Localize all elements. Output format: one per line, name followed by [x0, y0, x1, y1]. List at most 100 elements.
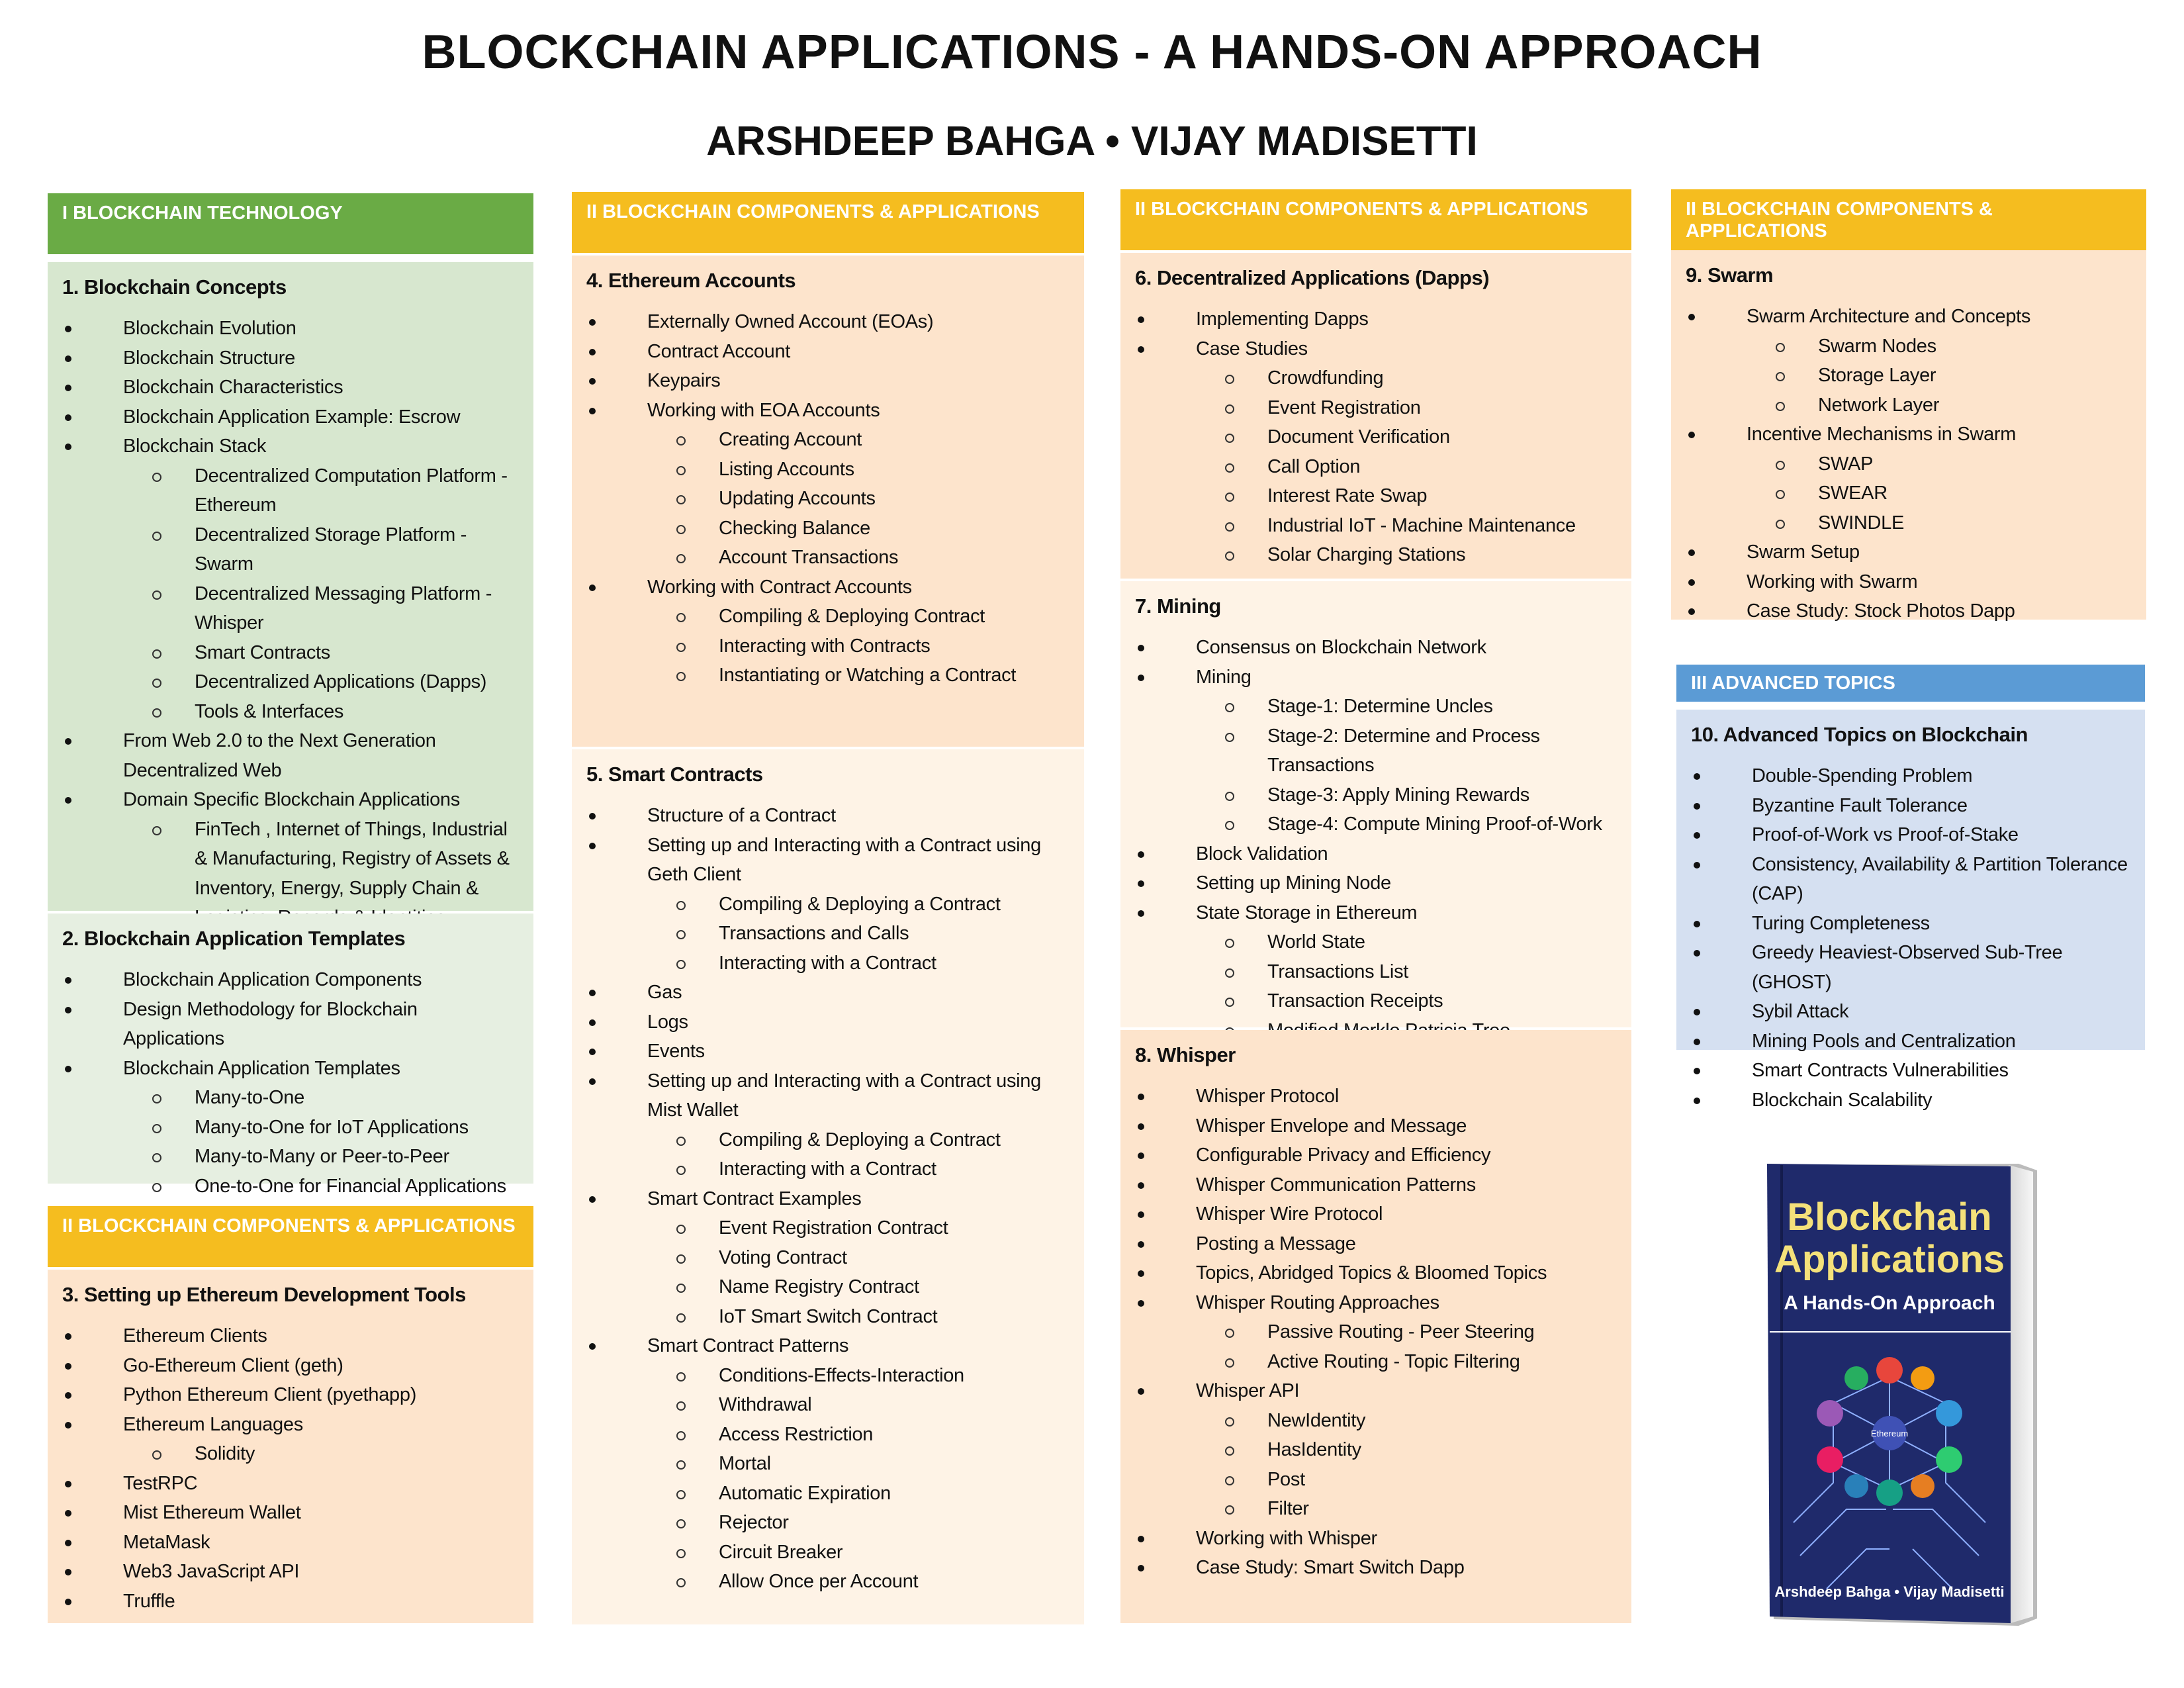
cover-center-label: Ethereum — [1871, 1429, 1908, 1438]
bullet-item: Smart Contract Patterns — [586, 1331, 1069, 1361]
section-4-panel: 4. Ethereum Accounts Externally Owned Ac… — [572, 256, 1084, 747]
sub-bullet-item: Transactions and Calls — [586, 919, 1069, 949]
bullet-item: Configurable Privacy and Efficiency — [1135, 1141, 1617, 1170]
bullet-item: TestRPC — [62, 1469, 519, 1499]
section-2-panel: 2. Blockchain Application Templates Bloc… — [48, 914, 533, 1197]
bullet-item: Blockchain Characteristics — [62, 373, 519, 402]
sub-bullet-item: Interacting with a Contract — [586, 949, 1069, 978]
bullet-item: Working with Contract Accounts — [586, 573, 1069, 602]
sub-bullet-item: Stage-2: Determine and Process Transacti… — [1135, 722, 1617, 780]
sub-bullet-item: Listing Accounts — [586, 455, 1069, 485]
sub-bullet-item: Transactions List — [1135, 957, 1617, 987]
section-9-panel: 9. Swarm Swarm Architecture and Concepts… — [1671, 250, 2146, 622]
sub-bullet-item: Tools & Interfaces — [62, 697, 519, 727]
bullet-item: Smart Contract Examples — [586, 1184, 1069, 1214]
bullet-item: Whisper Envelope and Message — [1135, 1111, 1617, 1141]
section-1-panel: 1. Blockchain Concepts Blockchain Evolut… — [48, 262, 533, 987]
bullet-item: Block Validation — [1135, 839, 1617, 869]
bullet-item: Working with Swarm — [1686, 567, 2132, 597]
sub-bullet-item: Post — [1135, 1465, 1617, 1495]
sub-bullet-item: IoT Smart Switch Contract — [586, 1302, 1069, 1332]
section-2-title: 2. Blockchain Application Templates — [62, 927, 406, 950]
sub-bullet-item: One-to-One for Financial Applications — [62, 1172, 519, 1201]
sub-bullet-item: Event Registration — [1135, 393, 1617, 423]
sub-bullet-item: NewIdentity — [1135, 1406, 1617, 1436]
sub-bullet-item: Conditions-Effects-Interaction — [586, 1361, 1069, 1391]
part1-header: I BLOCKCHAIN TECHNOLOGY — [48, 193, 533, 254]
cover-node-icons — [1817, 1357, 1962, 1506]
sub-bullet-item: Interest Rate Swap — [1135, 481, 1617, 511]
section-4-list: Externally Owned Account (EOAs)Contract … — [586, 307, 1069, 690]
bullet-item: Python Ethereum Client (pyethapp) — [62, 1380, 519, 1410]
sub-bullet-item: Stage-1: Determine Uncles — [1135, 692, 1617, 722]
bullet-item: Sybil Attack — [1691, 997, 2130, 1027]
bullet-item: Logs — [586, 1008, 1069, 1037]
sub-bullet-item: Creating Account — [586, 425, 1069, 455]
sub-bullet-item: Checking Balance — [586, 514, 1069, 543]
part2-header-col4: II BLOCKCHAIN COMPONENTS & APPLICATIONS — [1671, 189, 2146, 250]
bullet-item: Keypairs — [586, 366, 1069, 396]
bullet-item: Design Methodology for Blockchain Applic… — [62, 995, 519, 1054]
sub-bullet-item: Filter — [1135, 1494, 1617, 1524]
bullet-item: Swarm Architecture and Concepts — [1686, 302, 2132, 332]
bullet-item: Case Study: Stock Photos Dapp — [1686, 596, 2132, 626]
section-8-title: 8. Whisper — [1135, 1043, 1236, 1066]
bullet-item: Consensus on Blockchain Network — [1135, 633, 1617, 663]
bullet-item: Setting up and Interacting with a Contra… — [586, 831, 1069, 890]
bullet-item: Working with Whisper — [1135, 1524, 1617, 1554]
cover-title-line1: Blockchain — [1787, 1196, 1991, 1239]
sub-bullet-item: Solidity — [62, 1439, 519, 1469]
sub-bullet-item: Swarm Nodes — [1686, 332, 2132, 361]
section-3-panel: 3. Setting up Ethereum Development Tools… — [48, 1270, 533, 1623]
section-1-title: 1. Blockchain Concepts — [62, 275, 287, 299]
bullet-item: Events — [586, 1037, 1069, 1066]
bullet-item: Externally Owned Account (EOAs) — [586, 307, 1069, 337]
section-5-title: 5. Smart Contracts — [586, 763, 763, 786]
section-10-panel: 10. Advanced Topics on Blockchain Double… — [1676, 710, 2145, 1111]
sub-bullet-item: Many-to-Many or Peer-to-Peer — [62, 1142, 519, 1172]
section-5-panel: 5. Smart Contracts Structure of a Contra… — [572, 749, 1084, 1624]
bullet-item: Whisper Wire Protocol — [1135, 1199, 1617, 1229]
sub-bullet-item: Passive Routing - Peer Steering — [1135, 1317, 1617, 1347]
part3-header: III ADVANCED TOPICS — [1676, 665, 2145, 702]
section-4-title: 4. Ethereum Accounts — [586, 269, 796, 292]
sub-bullet-item: Stage-4: Compute Mining Proof-of-Work — [1135, 810, 1617, 839]
sub-bullet-item: Many-to-One for IoT Applications — [62, 1113, 519, 1143]
bullet-item: Working with EOA Accounts — [586, 396, 1069, 426]
sub-bullet-item: Withdrawal — [586, 1390, 1069, 1420]
bullet-item: Implementing Dapps — [1135, 305, 1617, 334]
bullet-item: Blockchain Application Templates — [62, 1054, 519, 1084]
book-cover-image: Blockchain Applications A Hands-On Appro… — [1767, 1164, 2037, 1626]
sub-bullet-item: Rejector — [586, 1508, 1069, 1538]
sub-bullet-item: Industrial IoT - Machine Maintenance — [1135, 511, 1617, 541]
page-authors: ARSHDEEP BAHGA • VIJAY MADISETTI — [706, 118, 1478, 164]
section-7-title: 7. Mining — [1135, 594, 1221, 618]
part2-header-col2: II BLOCKCHAIN COMPONENTS & APPLICATIONS — [572, 192, 1084, 253]
bullet-item: Gas — [586, 978, 1069, 1008]
sub-bullet-item: HasIdentity — [1135, 1435, 1617, 1465]
sub-bullet-item: Allow Once per Account — [586, 1567, 1069, 1597]
bullet-item: Go-Ethereum Client (geth) — [62, 1351, 519, 1381]
sub-bullet-item: Crowdfunding — [1135, 363, 1617, 393]
sub-bullet-item: Storage Layer — [1686, 361, 2132, 391]
bullet-item: Topics, Abridged Topics & Bloomed Topics — [1135, 1258, 1617, 1288]
bullet-item: Blockchain Application Example: Escrow — [62, 402, 519, 432]
sub-bullet-item: Account Transactions — [586, 543, 1069, 573]
sub-bullet-item: Transaction Receipts — [1135, 986, 1617, 1016]
bullet-item: Mining — [1135, 663, 1617, 692]
bullet-item: Blockchain Evolution — [62, 314, 519, 344]
sub-bullet-item: Solar Charging Stations — [1135, 540, 1617, 570]
bullet-item: Blockchain Structure — [62, 344, 519, 373]
cover-title-line2: Applications — [1774, 1238, 2005, 1281]
bullet-item: Whisper Protocol — [1135, 1082, 1617, 1111]
sub-bullet-item: Access Restriction — [586, 1420, 1069, 1450]
bullet-item: Whisper API — [1135, 1376, 1617, 1406]
sub-bullet-item: Circuit Breaker — [586, 1538, 1069, 1568]
bullet-item: Blockchain Scalability — [1691, 1086, 2130, 1115]
